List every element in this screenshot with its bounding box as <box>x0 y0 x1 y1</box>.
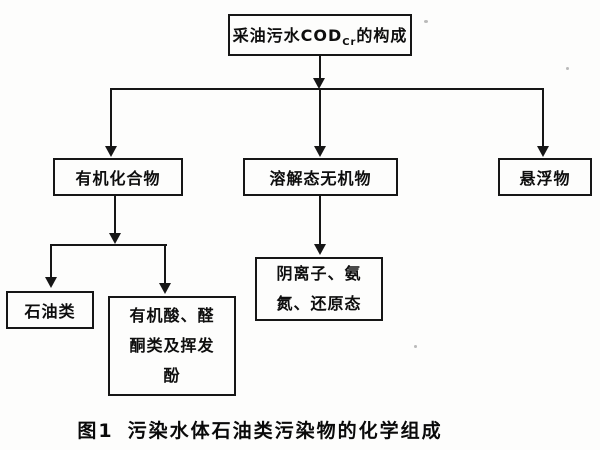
node-inorganic-label: 溶解态无机物 <box>269 169 372 188</box>
node-organic-compounds: 有机化合物 <box>53 158 183 196</box>
connector-root-stem <box>319 56 321 80</box>
scan-speck <box>424 20 428 23</box>
node-organic-label: 有机化合物 <box>75 169 161 188</box>
connector-branch-line <box>110 88 544 90</box>
node-anions-line2: 氮、还原态 <box>276 294 362 313</box>
scan-speck <box>414 345 417 348</box>
connector-organic-substem <box>114 196 116 234</box>
node-organic-acids-line3: 酚 <box>163 366 181 385</box>
connector-petroleum-stem <box>50 244 52 278</box>
node-suspended-solids: 悬浮物 <box>498 158 592 196</box>
node-anions: 阴离子、氨 氮、还原态 <box>255 257 383 321</box>
connector-organic-stem <box>110 88 112 146</box>
node-anions-line1: 阴离子、氨 <box>276 264 362 283</box>
arrowhead-suspended <box>537 146 549 157</box>
connector-acids-stem <box>164 244 166 284</box>
figure-title: 污染水体石油类污染物的化学组成 <box>127 420 443 442</box>
arrowhead-inorganic <box>314 146 326 157</box>
figure-number: 图1 <box>77 420 114 442</box>
figure-caption: 图1 污染水体石油类污染物的化学组成 <box>30 416 490 443</box>
connector-anions-stem <box>319 196 321 244</box>
node-organic-acids: 有机酸、醛 酮类及挥发 酚 <box>108 296 236 396</box>
arrowhead-organic <box>105 146 117 157</box>
cod-subscript: Cr <box>342 37 357 49</box>
connector-inorganic-stem <box>319 88 321 146</box>
arrowhead-organic-sub <box>109 233 121 244</box>
node-dissolved-inorganic: 溶解态无机物 <box>243 158 398 196</box>
node-petroleum-label: 石油类 <box>24 302 76 321</box>
node-root-label: 采油污水CODCr的构成 <box>232 25 408 49</box>
arrowhead-acids <box>159 283 171 294</box>
arrowhead-petroleum <box>45 277 57 288</box>
node-organic-acids-line1: 有机酸、醛 <box>129 306 215 325</box>
arrowhead-anions <box>314 244 326 255</box>
connector-organic-subline <box>50 244 167 246</box>
node-organic-acids-line2: 酮类及挥发 <box>129 336 215 355</box>
arrowhead-root <box>313 78 325 89</box>
connector-suspended-stem <box>542 88 544 146</box>
scan-speck <box>566 67 569 70</box>
node-root: 采油污水CODCr的构成 <box>228 14 412 56</box>
node-suspended-label: 悬浮物 <box>519 169 571 188</box>
node-petroleum: 石油类 <box>6 291 94 329</box>
